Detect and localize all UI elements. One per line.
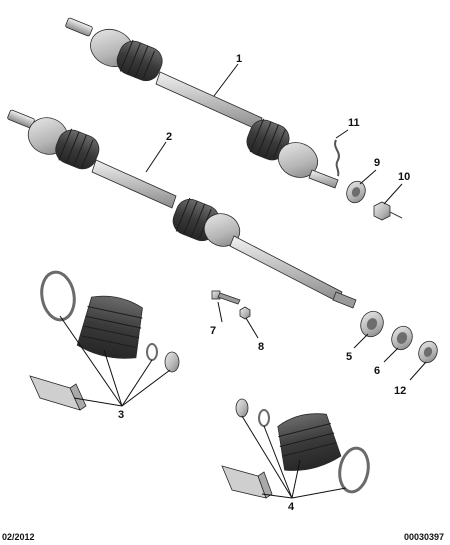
bolt-part-7 [211,290,241,305]
callout-8: 8 [258,341,264,353]
seal-part-5 [360,310,384,338]
callout-labels: 1 2 3 4 5 6 7 8 9 10 11 12 [118,53,410,513]
bearing-part-9 [346,180,366,204]
callout-1: 1 [236,53,242,65]
callout-6: 6 [374,365,380,377]
callout-12: 12 [394,385,406,397]
callout-4: 4 [288,501,295,513]
ring-part-6 [391,325,413,351]
leader-lines [59,63,427,499]
driveshaft-1 [65,17,339,189]
driveshaft-2 [7,109,357,309]
callout-2: 2 [166,131,172,143]
nut-part-10 [373,201,403,221]
footer-reference: 00030397 [404,532,444,542]
clip-part-11 [334,139,340,177]
footer-date: 02/2012 [2,532,35,542]
callout-9: 9 [374,157,380,169]
callout-7: 7 [210,325,216,337]
ring-part-12 [418,340,438,364]
nut-part-8 [239,306,251,320]
callout-3: 3 [118,409,124,421]
boot-kit-3 [29,270,180,411]
callout-10: 10 [398,171,410,183]
boot-kit-4 [221,398,370,499]
callout-11: 11 [348,117,360,129]
callout-5: 5 [346,351,352,363]
